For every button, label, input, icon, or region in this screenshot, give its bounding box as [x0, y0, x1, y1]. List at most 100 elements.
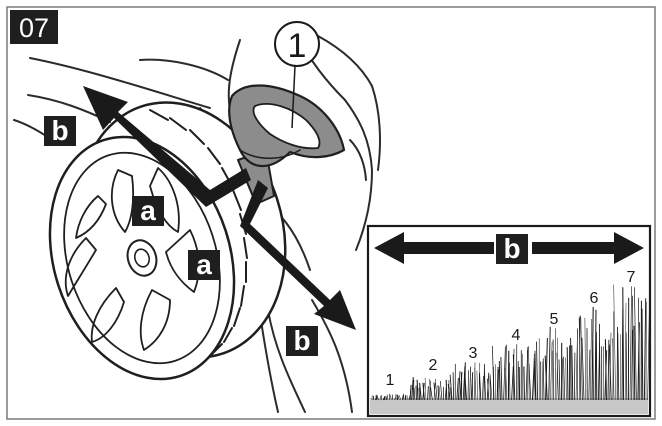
- grass-blade: [412, 379, 415, 401]
- grass-blade: [523, 366, 525, 401]
- grass-blade: [571, 345, 574, 401]
- grass-blade: [457, 371, 461, 401]
- grass-blade: [533, 357, 536, 401]
- grass-blade: [641, 308, 644, 401]
- grass-blade: [430, 386, 433, 401]
- grass-blade: [409, 384, 412, 401]
- grass-blade: [427, 386, 429, 401]
- grass-blade: [505, 367, 508, 401]
- grass-blade: [570, 337, 572, 401]
- grass-blade: [479, 373, 482, 401]
- grass-blade: [552, 339, 554, 401]
- grass-blade: [634, 287, 637, 401]
- grass-blade: [509, 362, 511, 401]
- grass-blade: [471, 379, 474, 401]
- height-setting-4: 4: [512, 327, 521, 344]
- grass-blade: [528, 363, 532, 401]
- grass-blade: [447, 383, 451, 401]
- grass-blade: [492, 345, 495, 401]
- grass-blade: [647, 296, 650, 401]
- grass-blade: [550, 341, 553, 401]
- grass-blade: [542, 358, 545, 401]
- grass-blade: [438, 386, 441, 401]
- grass-blade: [435, 382, 438, 401]
- grass-blade: [487, 378, 490, 401]
- grass-blade: [397, 394, 400, 401]
- grass-blade: [607, 339, 610, 401]
- grass-blade: [637, 322, 640, 401]
- label-b-upper: b: [51, 115, 68, 146]
- grass-blade: [467, 370, 469, 401]
- grass-blade: [401, 395, 404, 401]
- grass-blade: [581, 337, 585, 401]
- grass-blade: [617, 332, 620, 401]
- grass-blade: [608, 344, 612, 401]
- direction-arrow-up: [83, 86, 251, 207]
- grass-blade: [464, 372, 467, 401]
- grass-blade: [503, 346, 506, 401]
- grass-blade: [470, 372, 474, 401]
- callout-circle: [274, 21, 320, 67]
- ground-strip: [370, 398, 648, 414]
- grass-blade: [445, 379, 448, 401]
- grass-blade: [632, 295, 634, 401]
- grass-blade: [528, 346, 530, 401]
- grass-blade: [379, 395, 381, 401]
- grass-blade: [419, 382, 422, 401]
- label-b-lower: b: [293, 325, 310, 356]
- grass-blade: [604, 339, 607, 401]
- grass-blade: [574, 352, 576, 401]
- grass-blade: [376, 394, 379, 401]
- label-a-lower: a: [196, 249, 212, 280]
- grass-blade: [449, 386, 452, 401]
- grass-blade: [500, 356, 503, 401]
- label-a-upper: a: [140, 195, 156, 226]
- grass-blade: [551, 350, 553, 401]
- height-setting-6: 6: [590, 290, 599, 307]
- grass-blade: [598, 323, 601, 401]
- label-box-a-upper: [132, 196, 164, 226]
- grass-blade: [631, 329, 633, 401]
- grass-blade: [413, 387, 416, 401]
- grass-blade: [558, 359, 561, 401]
- grass-blade: [542, 361, 544, 401]
- height-setting-2: 2: [429, 357, 438, 374]
- height-adjustment-lever: [228, 84, 346, 205]
- grass-blade: [591, 306, 594, 401]
- grass-blade: [588, 349, 591, 401]
- grass-blade: [563, 356, 566, 401]
- callout-leader-line: [291, 65, 296, 129]
- grass-blade: [612, 338, 615, 401]
- grass-blade: [643, 298, 647, 401]
- grass-blade: [398, 395, 402, 401]
- grass-blade: [536, 341, 539, 401]
- grass-blades: [371, 284, 650, 401]
- grass-blade: [496, 366, 499, 401]
- grass-blade: [416, 379, 419, 401]
- grass-blade: [548, 326, 551, 401]
- grass-blade: [562, 358, 564, 401]
- grass-blade: [449, 374, 453, 401]
- grass-blade: [482, 375, 484, 401]
- grass-blade: [613, 284, 616, 401]
- double-arrow-left: [374, 232, 494, 264]
- callout-number: 1: [288, 27, 307, 65]
- grass-blade: [584, 317, 586, 401]
- grass-blade: [418, 387, 421, 401]
- grass-blade: [625, 332, 628, 401]
- grass-blade: [566, 347, 569, 401]
- grass-blade: [476, 370, 478, 401]
- grass-blade: [512, 354, 516, 401]
- grass-blade: [474, 362, 476, 401]
- grass-blade: [544, 355, 548, 401]
- grass-blade: [511, 365, 514, 401]
- grass-blade: [578, 317, 582, 401]
- grass-blade: [498, 360, 501, 401]
- grass-blade: [545, 337, 548, 401]
- grass-blade: [474, 367, 477, 401]
- grass-blade: [422, 382, 425, 401]
- direction-arrow-down: [240, 180, 356, 330]
- grass-blade: [411, 377, 414, 401]
